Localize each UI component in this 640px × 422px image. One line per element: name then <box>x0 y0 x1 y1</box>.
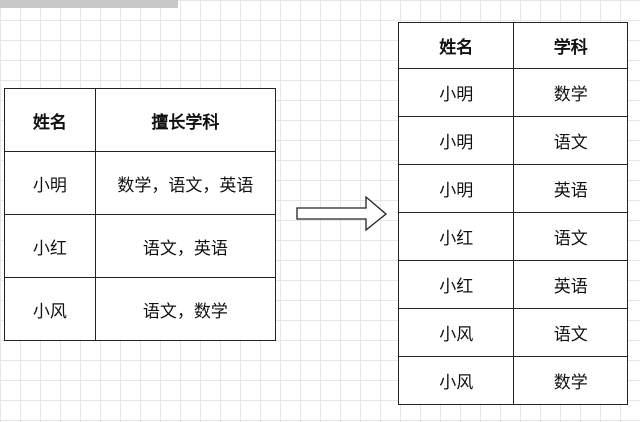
cell-name: 小明 <box>397 68 515 117</box>
header-subjects: 擅长学科 <box>94 88 277 152</box>
header-name: 姓名 <box>4 88 96 152</box>
table-row: 小明 数学，语文，英语 <box>4 151 277 215</box>
table-row: 小红 语文，英语 <box>4 214 277 278</box>
cell-subject: 数学 <box>513 356 628 405</box>
table-header-row: 姓名 学科 <box>397 22 628 69</box>
header-subject: 学科 <box>513 22 628 69</box>
cell-subjects: 语文，数学 <box>94 277 277 341</box>
table-header-row: 姓名 擅长学科 <box>4 88 277 152</box>
top-bar <box>0 0 178 8</box>
cell-subject: 语文 <box>513 308 628 357</box>
result-table: 姓名 学科 小明 数学 小明 语文 小明 英语 小红 语文 小红 英语 小风 语… <box>397 22 628 405</box>
table-row: 小明 数学 <box>397 68 628 117</box>
header-name: 姓名 <box>397 22 515 69</box>
right-arrow-icon <box>296 195 388 232</box>
table-row: 小明 英语 <box>397 164 628 213</box>
table-row: 小风 语文，数学 <box>4 277 277 341</box>
cell-subject: 数学 <box>513 68 628 117</box>
cell-subject: 语文 <box>513 212 628 261</box>
cell-subject: 英语 <box>513 260 628 309</box>
cell-name: 小红 <box>4 214 96 278</box>
cell-name: 小明 <box>4 151 96 215</box>
table-row: 小风 语文 <box>397 308 628 357</box>
cell-name: 小红 <box>397 212 515 261</box>
table-row: 小红 语文 <box>397 212 628 261</box>
cell-subject: 英语 <box>513 164 628 213</box>
cell-subjects: 语文，英语 <box>94 214 277 278</box>
cell-name: 小明 <box>397 164 515 213</box>
cell-subjects: 数学，语文，英语 <box>94 151 277 215</box>
table-row: 小风 数学 <box>397 356 628 405</box>
cell-name: 小风 <box>397 308 515 357</box>
cell-name: 小明 <box>397 116 515 165</box>
cell-subject: 语文 <box>513 116 628 165</box>
table-row: 小明 语文 <box>397 116 628 165</box>
cell-name: 小红 <box>397 260 515 309</box>
cell-name: 小风 <box>397 356 515 405</box>
table-row: 小红 英语 <box>397 260 628 309</box>
cell-name: 小风 <box>4 277 96 341</box>
source-table: 姓名 擅长学科 小明 数学，语文，英语 小红 语文，英语 小风 语文，数学 <box>4 88 277 341</box>
